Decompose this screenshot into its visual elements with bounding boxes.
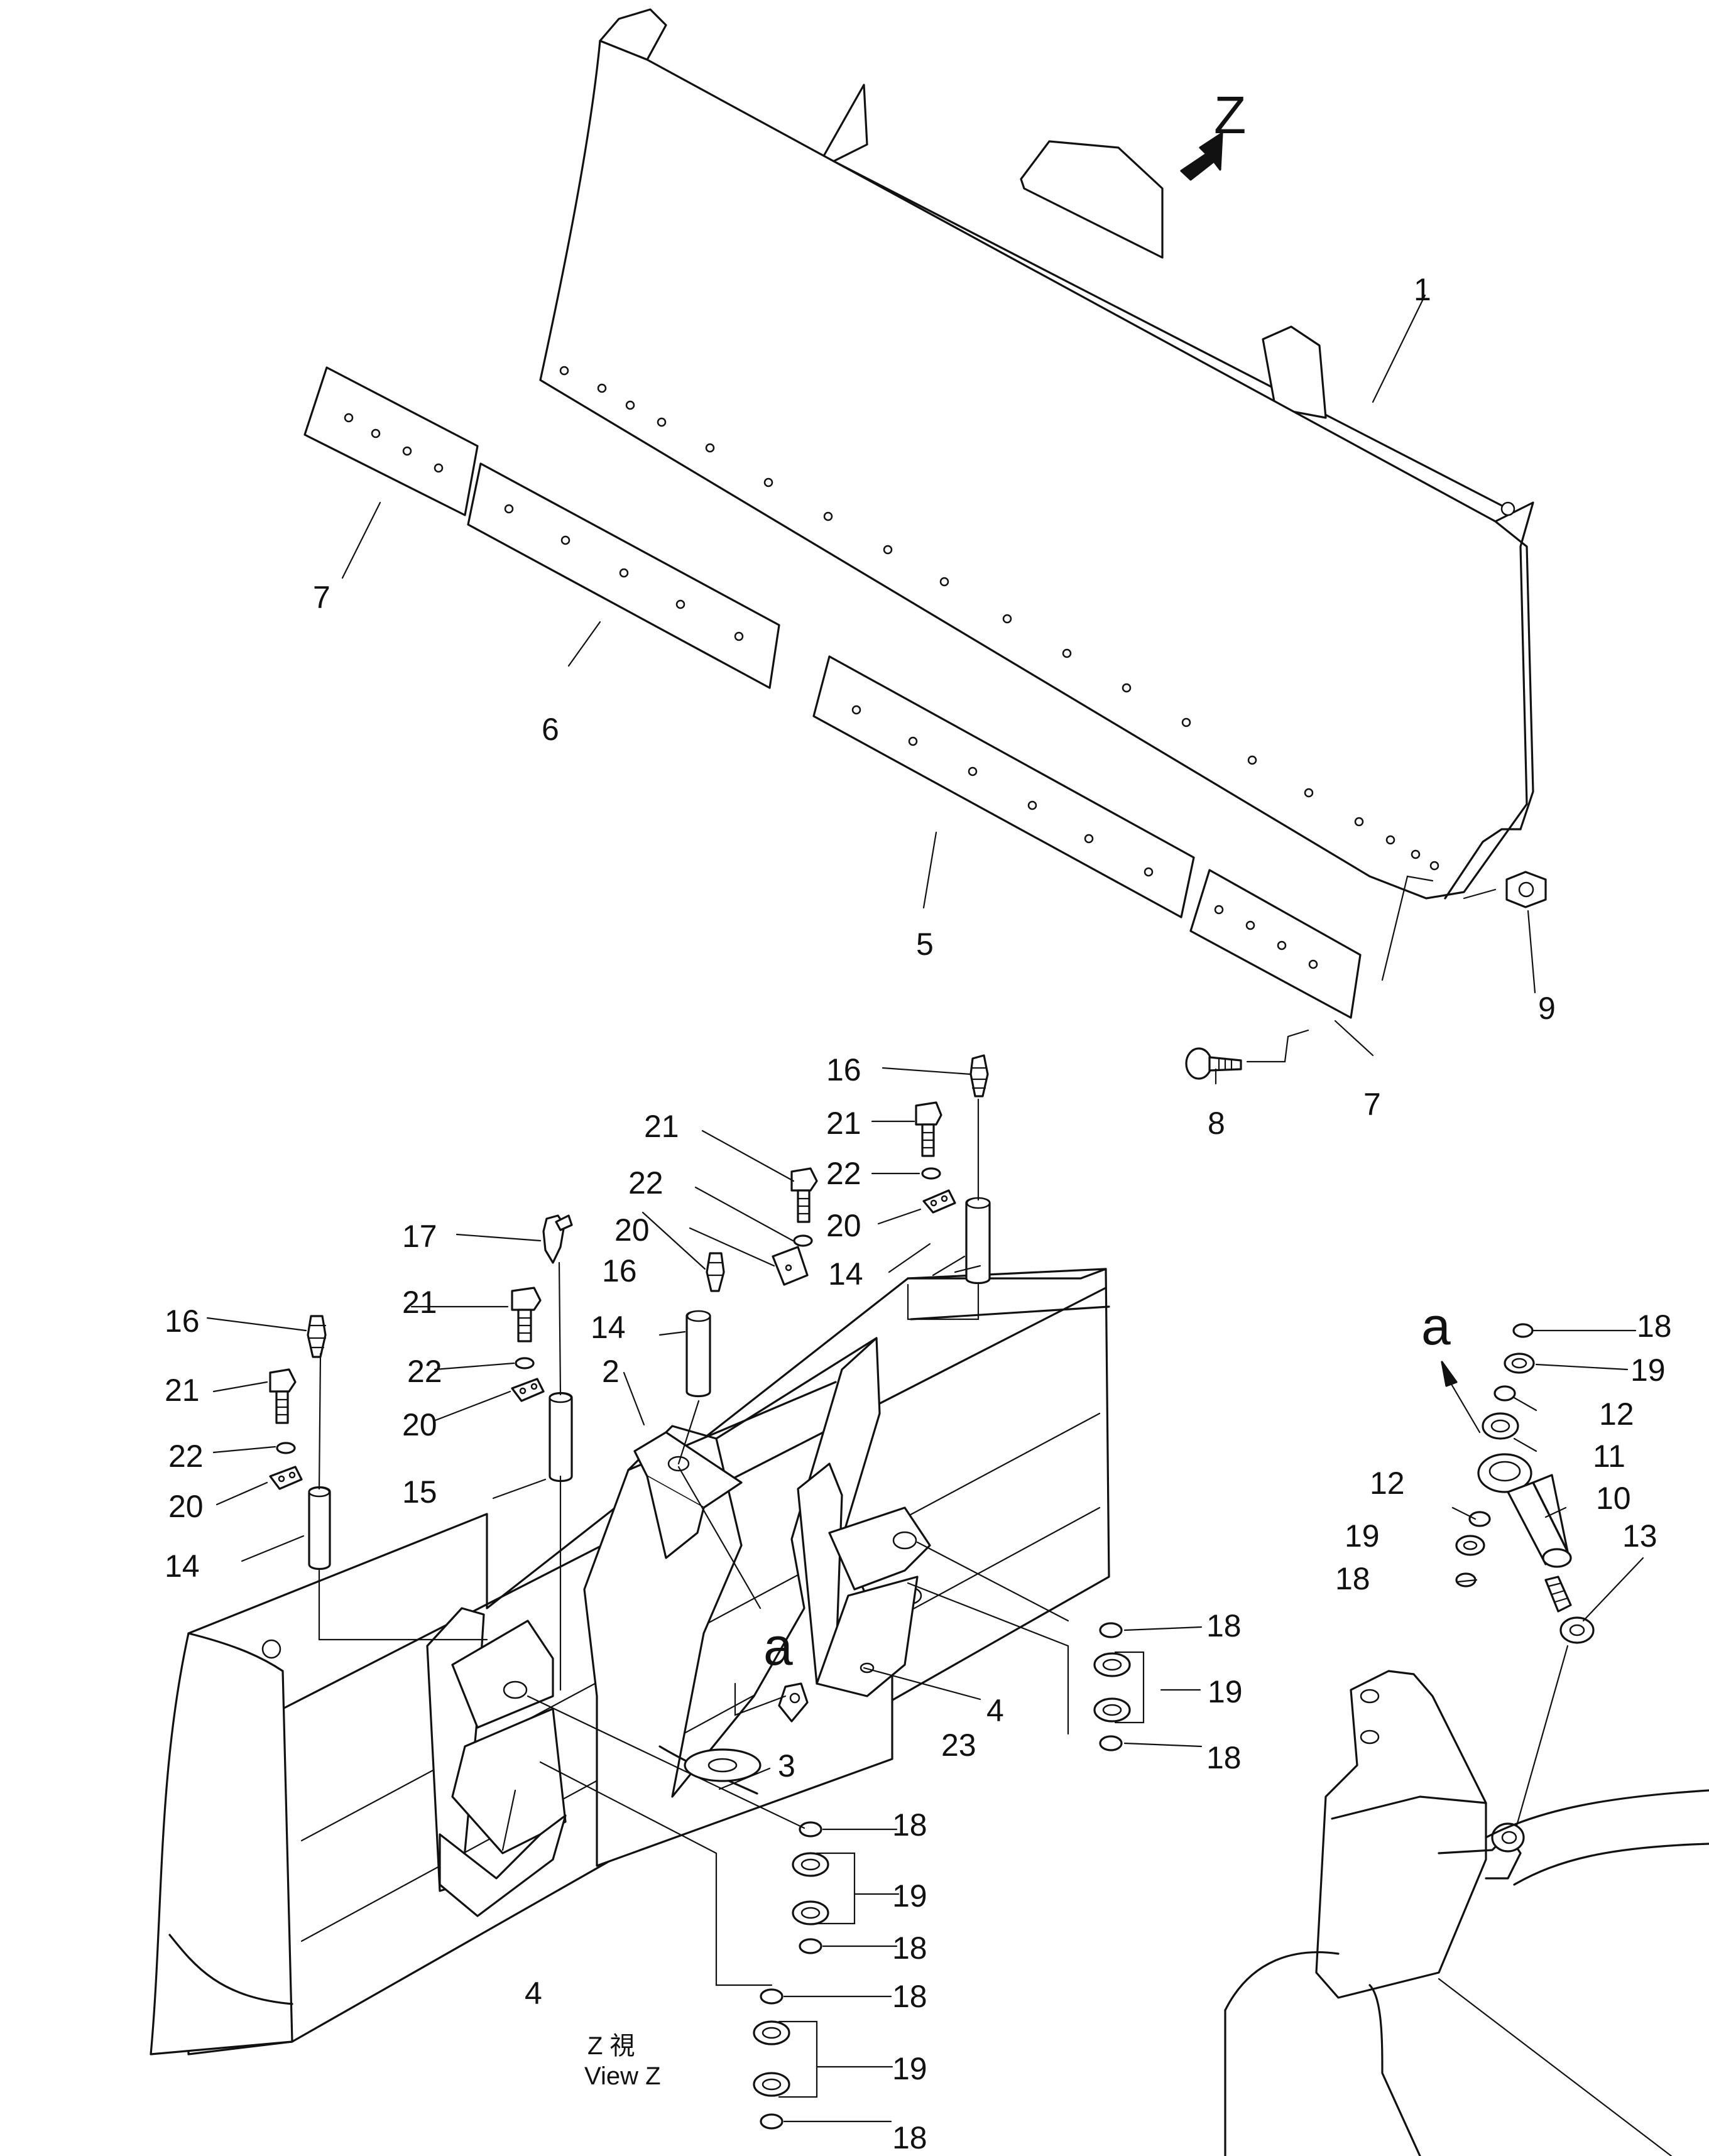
label-18-b2: 18 <box>892 2120 927 2155</box>
label-3: 3 <box>778 1748 795 1783</box>
label-21-right: 21 <box>826 1106 861 1141</box>
label-14-right: 14 <box>828 1256 863 1292</box>
label-23: 23 <box>941 1728 976 1763</box>
label-18-b1: 18 <box>892 1979 927 2014</box>
label-7-left: 7 <box>313 580 330 615</box>
view-caption-line2: View Z <box>584 2062 661 2090</box>
label-15: 15 <box>402 1474 437 1510</box>
label-16-center: 16 <box>602 1253 637 1288</box>
cutting-edge-left <box>467 462 780 689</box>
label-12-d2: 12 <box>1370 1466 1405 1501</box>
label-21-mid: 21 <box>402 1285 437 1320</box>
mid-left-pin-stack <box>511 1214 573 1483</box>
label-5: 5 <box>916 927 934 962</box>
blade-assembly <box>539 8 1534 900</box>
label-7-right: 7 <box>1363 1087 1381 1122</box>
ball-joint <box>658 1745 762 1795</box>
grease-fitting-icon <box>778 1682 809 1723</box>
assembly-lines <box>318 1098 1069 1986</box>
label-20-left: 20 <box>168 1489 204 1524</box>
label-9: 9 <box>1538 991 1556 1026</box>
label-14-left: 14 <box>165 1549 200 1584</box>
label-22-right: 22 <box>826 1156 861 1191</box>
washer-stack-middle <box>792 1821 829 1954</box>
label-14-center: 14 <box>591 1310 626 1345</box>
center-bracket <box>633 1431 743 1559</box>
detail-a-link-rod <box>1224 1323 1709 2156</box>
center-pin-stack <box>685 1167 818 1398</box>
label-20-center: 20 <box>614 1212 650 1248</box>
label-13: 13 <box>1622 1518 1657 1554</box>
label-19-b: 19 <box>892 2051 927 2086</box>
view-caption-line1: Z 視 <box>587 2032 635 2060</box>
detail-marker-a-right: a <box>1421 1297 1451 1356</box>
label-1: 1 <box>1414 272 1431 307</box>
label-12-d1: 12 <box>1599 1396 1634 1432</box>
left-trunnion-bracket <box>426 1607 567 1917</box>
label-22-center: 22 <box>628 1165 663 1200</box>
leader-lines <box>206 294 1644 2123</box>
blade-bolt-holes <box>559 366 1439 871</box>
label-20-mid: 20 <box>402 1407 437 1442</box>
label-18-r2: 18 <box>1206 1740 1242 1775</box>
label-6: 6 <box>542 712 559 747</box>
label-18-d2: 18 <box>1335 1561 1370 1596</box>
view-z-arrow <box>1180 132 1223 181</box>
label-19-d1: 19 <box>1630 1353 1666 1388</box>
washer-stack-bottom <box>753 1988 790 2130</box>
label-18-r1: 18 <box>1206 1608 1242 1643</box>
label-16-left: 16 <box>165 1304 200 1339</box>
label-22-left: 22 <box>168 1439 204 1474</box>
detail-marker-a: a <box>763 1617 793 1676</box>
label-10: 10 <box>1596 1481 1631 1516</box>
label-22-mid: 22 <box>407 1354 442 1389</box>
cutting-edge-right <box>812 655 1195 918</box>
label-17: 17 <box>402 1219 437 1254</box>
label-19-r: 19 <box>1208 1674 1243 1709</box>
label-8: 8 <box>1208 1106 1225 1141</box>
label-19-d2: 19 <box>1345 1518 1380 1554</box>
label-21-center: 21 <box>644 1109 679 1144</box>
bolt-icon <box>1185 1029 1309 1080</box>
end-bit-left <box>303 366 479 516</box>
left-pin-stack <box>269 1315 331 1571</box>
nut-icon <box>1505 871 1547 908</box>
washer-stack-right <box>1093 1622 1131 1751</box>
label-20-right: 20 <box>826 1208 861 1243</box>
label-19-m: 19 <box>892 1878 927 1914</box>
label-18-m1: 18 <box>892 1807 927 1843</box>
label-21-left: 21 <box>165 1373 200 1408</box>
label-2: 2 <box>602 1354 620 1389</box>
view-z-marker: Z <box>1214 85 1246 144</box>
right-pin-stack <box>915 1054 991 1285</box>
label-4-right: 4 <box>986 1693 1004 1728</box>
label-16-top: 16 <box>826 1052 861 1087</box>
label-18-m2: 18 <box>892 1930 927 1966</box>
part-labels: Z 1 7 6 5 9 7 8 16 21 22 20 14 21 22 20 … <box>165 85 1672 2155</box>
label-4-left: 4 <box>525 1976 542 2011</box>
end-bit-right <box>1189 869 1362 1019</box>
label-18-d1: 18 <box>1637 1309 1672 1344</box>
label-11: 11 <box>1593 1439 1625 1474</box>
